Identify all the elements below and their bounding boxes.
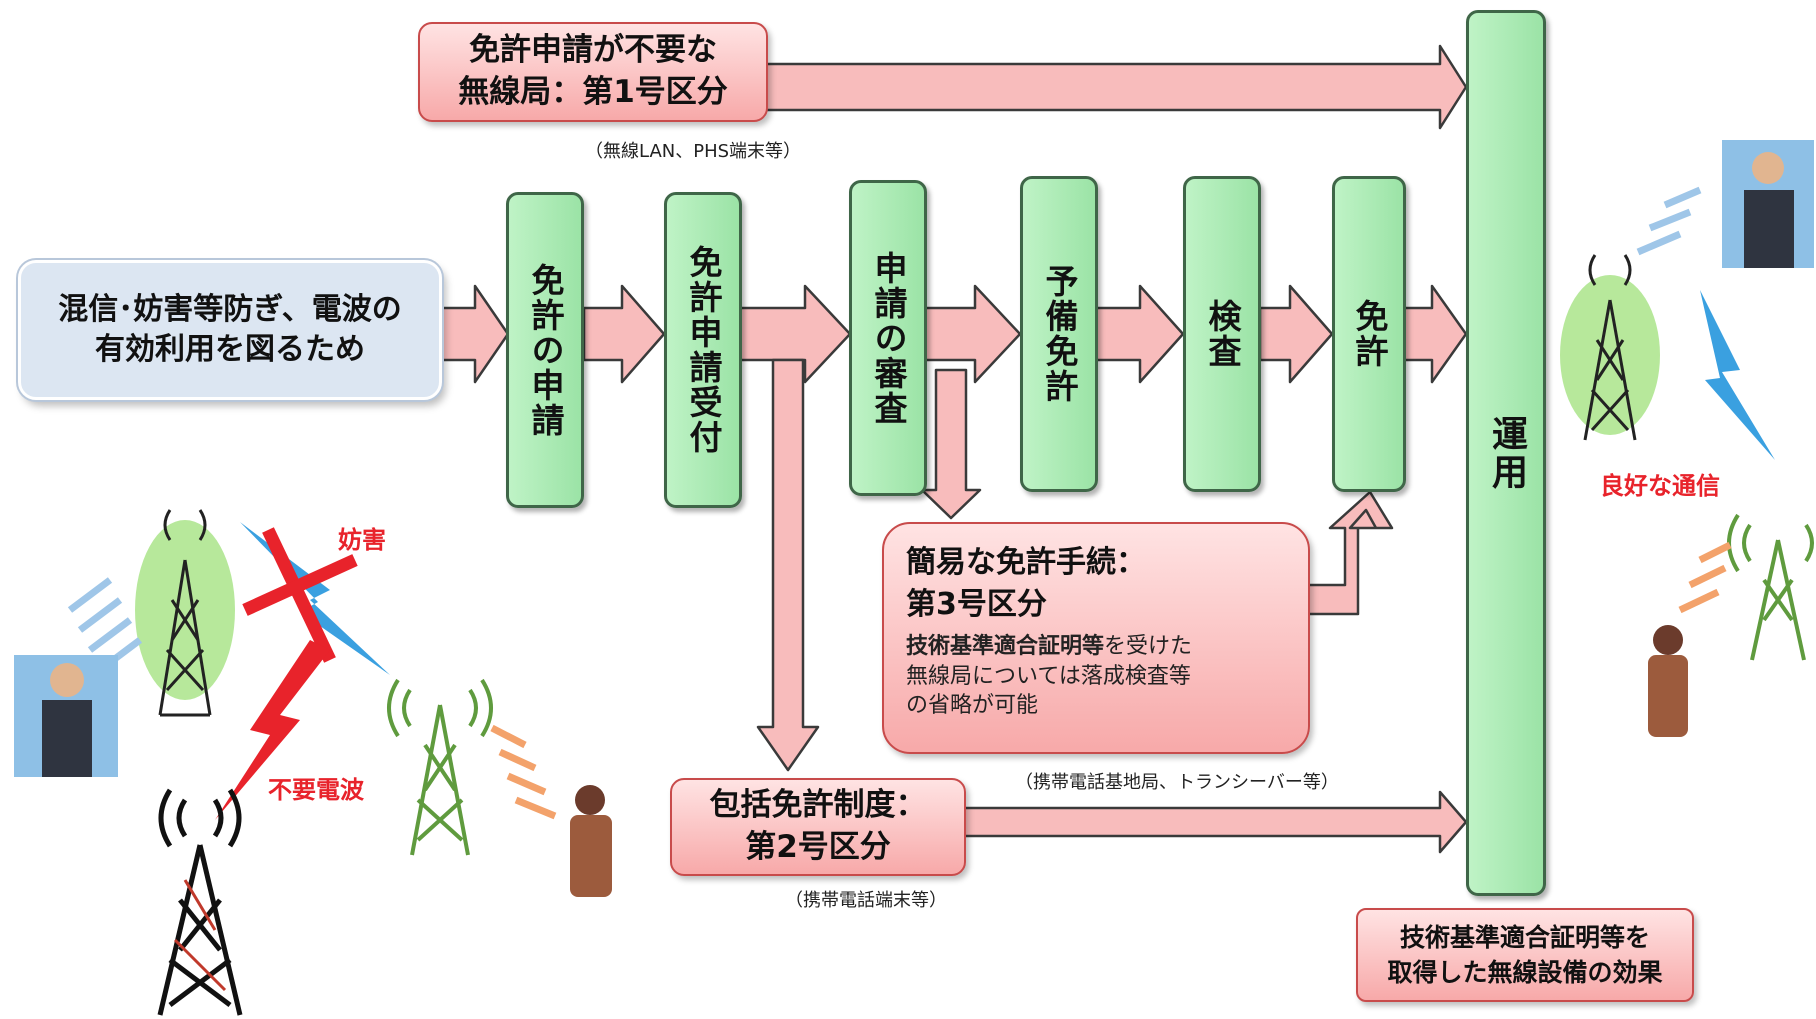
class1-text: 免許申請が不要な 無線局：第1号区分 [458, 32, 728, 110]
class2-note: （携帯電話端末等） [785, 890, 947, 911]
class1-note: （無線LAN、PHS端末等） [585, 141, 802, 162]
arrow-purpose-to-step1 [438, 284, 510, 384]
arrow-step2-to-step3 [738, 284, 852, 384]
step-inspection-label: 検査 [1203, 299, 1242, 369]
class1-box: 免許申請が不要な 無線局：第1号区分 [418, 22, 768, 122]
step-license: 免許 [1332, 176, 1406, 492]
arrow-step3-to-step4 [923, 284, 1022, 384]
arrow-review-to-class3 [920, 368, 982, 520]
purpose-text: 混信･妨害等防ぎ、電波の 有効利用を図るため [58, 291, 402, 368]
tower-green-right-icon [1727, 513, 1814, 661]
arrow-class2-to-operation [958, 790, 1468, 854]
step-preliminary-license-label: 予備免許 [1040, 264, 1079, 404]
effect-text: 技術基準適合証明等を 取得した無線設備の効果 [1387, 923, 1663, 987]
operation-label: 運用 [1486, 415, 1527, 491]
tower-black-right-icon [1583, 254, 1637, 441]
arrow-step1-to-step2 [582, 284, 666, 384]
step-application-receipt-label: 免許申請受付 [684, 245, 723, 455]
step-license-label: 免許 [1350, 299, 1389, 369]
lightning-blue-right-icon [1700, 290, 1775, 460]
arrow-receipt-to-class2 [756, 358, 820, 772]
operation-box: 運用 [1466, 10, 1546, 896]
step-inspection: 検査 [1183, 176, 1261, 492]
step-preliminary-license: 予備免許 [1020, 176, 1098, 492]
step-license-application: 免許の申請 [506, 192, 584, 508]
arrow-step6-to-operation [1401, 284, 1468, 384]
step-application-review: 申請の審査 [849, 180, 927, 496]
step-application-review-label: 申請の審査 [869, 250, 908, 426]
arrow-step4-to-step5 [1093, 284, 1185, 384]
effect-box: 技術基準適合証明等を 取得した無線設備の効果 [1356, 908, 1694, 1002]
wave-lines-blue-right-icon [1636, 186, 1702, 256]
red-cross-icon [242, 527, 358, 663]
wave-lines-orange-icon [490, 724, 557, 820]
arrow-class1-to-operation [758, 44, 1468, 130]
spurious-emission-label: 不要電波 [268, 776, 364, 804]
tower-interference-icon [157, 788, 243, 1016]
class2-text: 包括免許制度： 第2号区分 [709, 787, 927, 865]
step-license-application-label: 免許の申請 [526, 262, 565, 438]
class3-box: 簡易な免許手続： 第3号区分 技術基準適合証明等を受けた 無線局については落成検… [882, 522, 1310, 754]
class3-note: （携帯電話基地局、トランシーバー等） [1015, 772, 1339, 793]
person-woman-left-icon [570, 785, 612, 897]
class3-body-bold: 技術基準適合証明等 [906, 634, 1105, 659]
good-communication-label: 良好な通信 [1600, 472, 1720, 500]
purpose-box: 混信･妨害等防ぎ、電波の 有効利用を図るため [18, 260, 442, 400]
person-woman-right-icon [1648, 625, 1688, 737]
step-application-receipt: 免許申請受付 [664, 192, 742, 508]
arrow-class3-to-licence [1306, 490, 1394, 616]
class3-body-rest: を受けた 無線局については落成検査等 の省略が可能 [906, 634, 1193, 719]
class3-body: 技術基準適合証明等を受けた 無線局については落成検査等 の省略が可能 [906, 632, 1286, 721]
interference-label: 妨害 [338, 526, 386, 554]
tower-green-left-icon [387, 678, 493, 856]
wave-lines-orange-right-icon [1678, 541, 1732, 614]
class2-box: 包括免許制度： 第2号区分 [670, 778, 966, 876]
lightning-red-icon [215, 640, 330, 820]
arrow-step5-to-step6 [1258, 284, 1334, 384]
tower-black-icon [158, 509, 212, 717]
class3-title: 簡易な免許手続： 第3号区分 [906, 545, 1146, 622]
